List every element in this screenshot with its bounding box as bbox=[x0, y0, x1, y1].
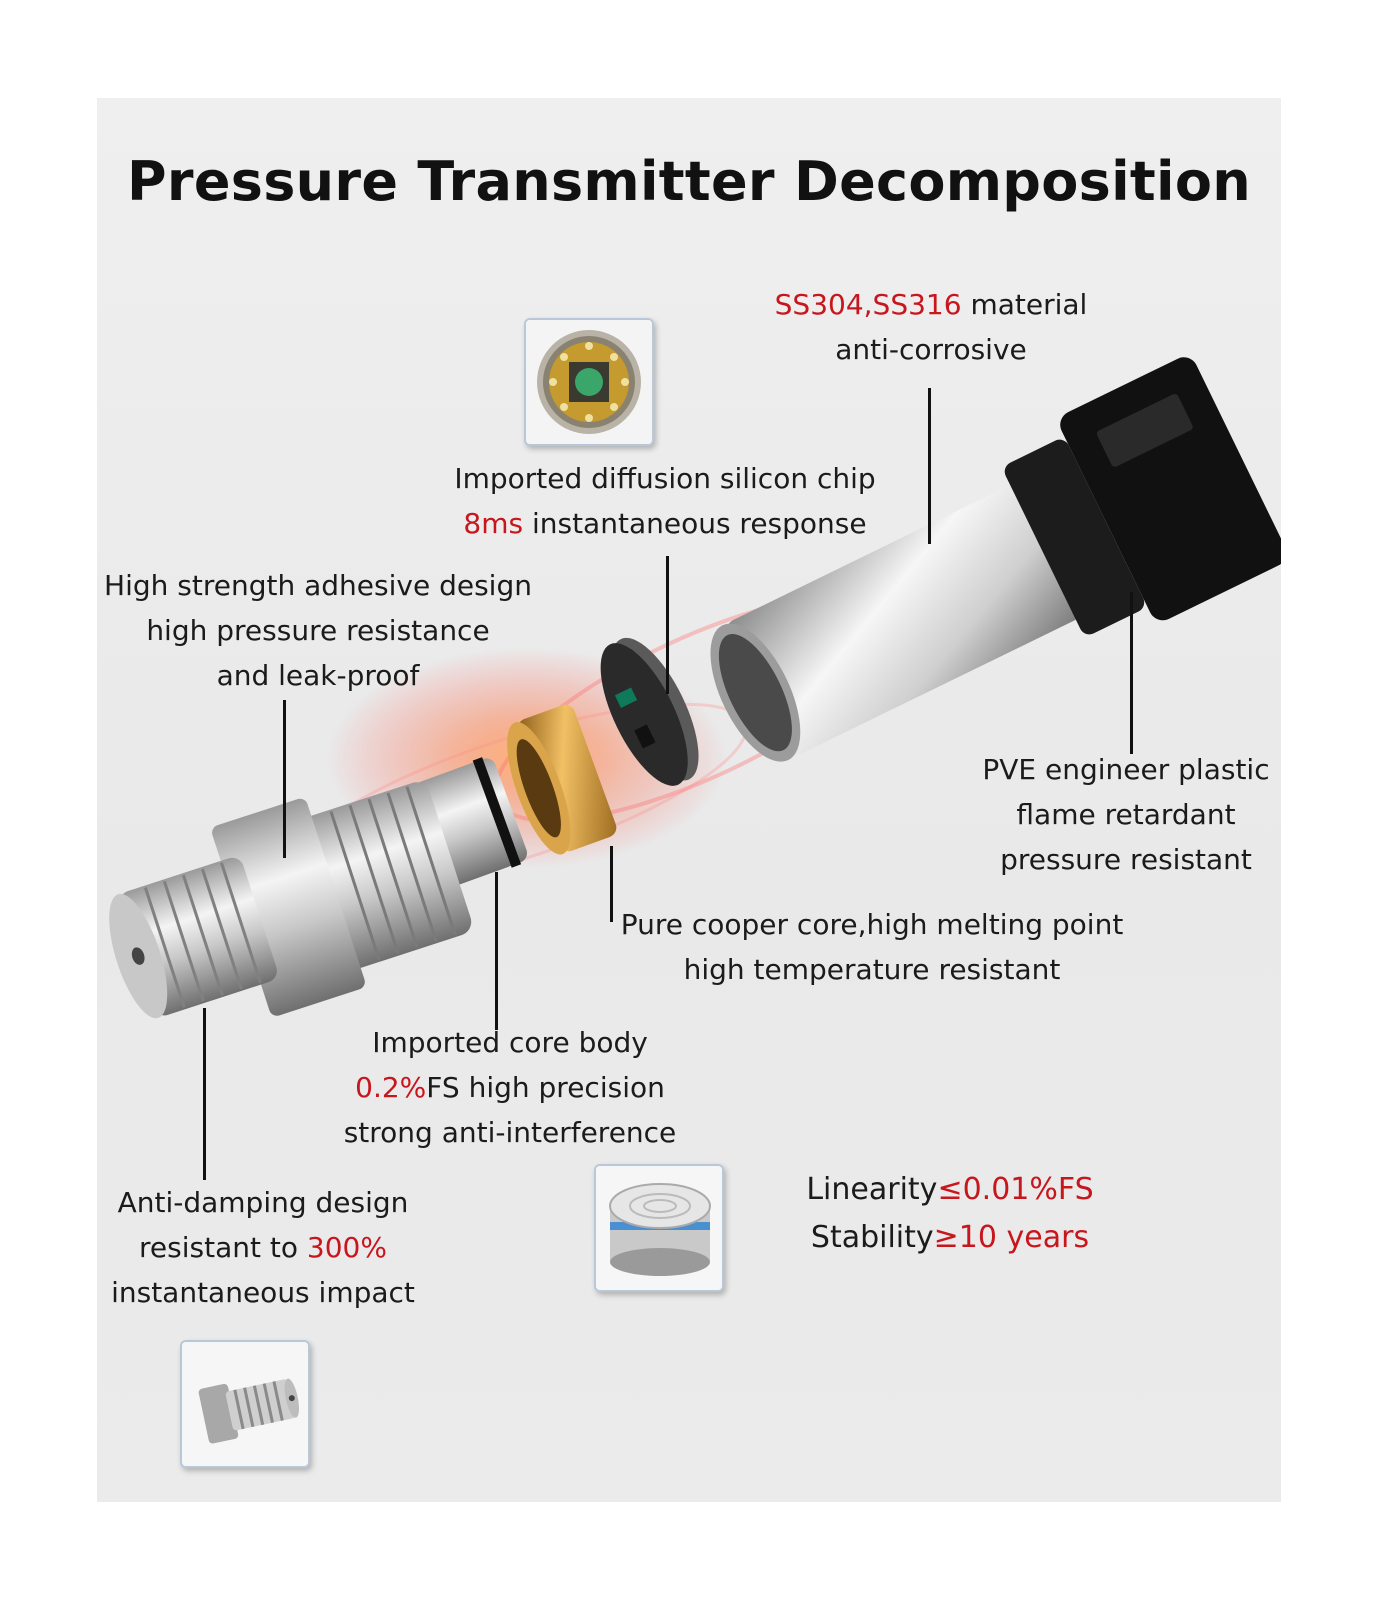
damping-line3: instantaneous impact bbox=[111, 1276, 415, 1309]
adhesive-line3: and leak-proof bbox=[216, 659, 420, 692]
chip-thumbnail bbox=[524, 318, 654, 446]
chip-line1: Imported diffusion silicon chip bbox=[454, 462, 876, 495]
core-body-rest: FS high precision bbox=[426, 1071, 665, 1104]
linearity-value: ≤0.01%FS bbox=[937, 1172, 1094, 1207]
damping-label: Anti-damping design resistant to 300% in… bbox=[98, 1180, 428, 1315]
material-highlight: SS304,SS316 bbox=[774, 288, 962, 321]
stability-label: Stability bbox=[810, 1220, 934, 1255]
adhesive-line1: High strength adhesive design bbox=[104, 569, 532, 602]
adhesive-line2: high pressure resistance bbox=[146, 614, 490, 647]
material-pointer-line bbox=[928, 388, 931, 544]
transmitter-exploded-illustration bbox=[109, 357, 1281, 1019]
copper-line1: Pure cooper core,high melting point bbox=[620, 908, 1124, 941]
page-title: Pressure Transmitter Decomposition bbox=[127, 150, 1251, 213]
core-body-thumbnail bbox=[594, 1164, 724, 1292]
plastic-pointer-line bbox=[1130, 592, 1133, 754]
plastic-line2: flame retardant bbox=[1016, 798, 1236, 831]
specs-block: Linearity≤0.01%FS Stability≥10 years bbox=[800, 1166, 1100, 1262]
core-body-pointer-line bbox=[495, 872, 498, 1030]
plastic-line3: pressure resistant bbox=[1000, 843, 1252, 876]
core-body-label: Imported core body 0.2%FS high precision… bbox=[330, 1020, 690, 1155]
adhesive-pointer-line bbox=[283, 700, 286, 858]
core-body-highlight: 0.2% bbox=[355, 1071, 427, 1104]
material-rest: material bbox=[961, 288, 1088, 321]
chip-rest: instantaneous response bbox=[523, 507, 867, 540]
damping-line1: Anti-damping design bbox=[117, 1186, 409, 1219]
plastic-label: PVE engineer plastic flame retardant pre… bbox=[976, 747, 1276, 882]
adhesive-label: High strength adhesive design high press… bbox=[100, 563, 536, 698]
chip-label: Imported diffusion silicon chip 8ms inst… bbox=[440, 456, 890, 546]
chip-highlight: 8ms bbox=[463, 507, 524, 540]
material-label: SS304,SS316 material anti-corrosive bbox=[766, 282, 1096, 372]
chip-pointer-line bbox=[666, 556, 669, 694]
damping-prefix: resistant to bbox=[139, 1231, 307, 1264]
linearity-label: Linearity bbox=[806, 1172, 938, 1207]
stability-value: ≥10 years bbox=[933, 1220, 1090, 1255]
copper-line2: high temperature resistant bbox=[683, 953, 1061, 986]
damping-pointer-line bbox=[203, 1008, 206, 1180]
core-body-line3: strong anti-interference bbox=[343, 1116, 677, 1149]
damping-highlight: 300% bbox=[306, 1231, 387, 1264]
plastic-line1: PVE engineer plastic bbox=[982, 753, 1270, 786]
fitting-thumbnail bbox=[180, 1340, 310, 1468]
core-body-line1: Imported core body bbox=[372, 1026, 648, 1059]
copper-label: Pure cooper core,high melting point high… bbox=[616, 902, 1128, 992]
copper-pointer-line bbox=[610, 846, 613, 922]
material-line2: anti-corrosive bbox=[835, 333, 1027, 366]
